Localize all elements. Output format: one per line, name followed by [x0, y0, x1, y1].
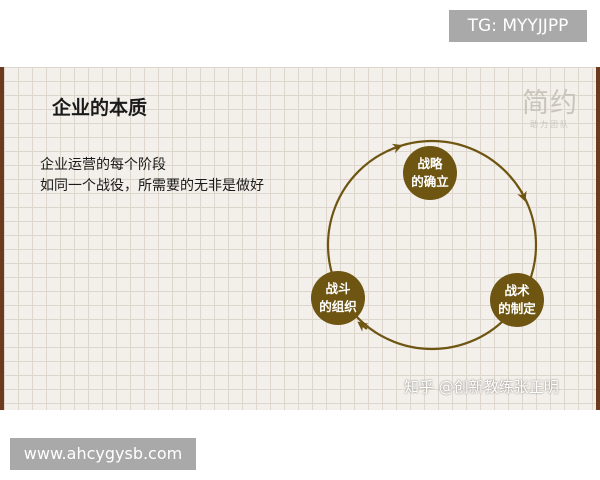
logo-sub-text: 助力团队	[530, 120, 570, 129]
zhihu-watermark: 知乎 @创新教练张正明	[404, 378, 559, 396]
cycle-arrow	[517, 190, 527, 202]
bottom-tag: www.ahcygysb.com	[10, 438, 196, 470]
strategy-node	[403, 146, 457, 200]
cycle-ring	[326, 139, 538, 351]
cycle-arrow	[357, 321, 369, 332]
node-label-line: 的确立	[411, 174, 449, 189]
battle-node	[311, 271, 365, 325]
brand-logo: 简约 助力团队	[520, 89, 580, 131]
cycle-diagram	[311, 139, 544, 351]
tactics-node-label: 战术 的制定	[487, 282, 547, 318]
node-label-line: 战术	[504, 283, 530, 298]
body-line: 企业运营的每个阶段	[40, 157, 166, 173]
slide: 企业的本质 企业运营的每个阶段 如同一个战役，所需要的无非是做好 简约 助力团队	[0, 67, 600, 410]
strategy-node-label: 战略 的确立	[400, 155, 460, 191]
node-label-line: 战略	[417, 156, 443, 171]
battle-node-label: 战斗 的组织	[308, 280, 368, 316]
logo-main-text: 简约	[522, 88, 578, 119]
node-label-line: 战斗	[325, 281, 351, 296]
slide-body-text: 企业运营的每个阶段 如同一个战役，所需要的无非是做好	[40, 155, 264, 197]
tactics-node	[490, 273, 544, 327]
node-label-line: 的制定	[498, 301, 536, 316]
top-tag: TG: MYYJJPP	[449, 10, 587, 42]
cycle-arrow	[391, 143, 403, 154]
node-label-line: 的组织	[319, 299, 357, 314]
slide-title: 企业的本质	[52, 97, 148, 119]
body-line: 如同一个战役，所需要的无非是做好	[40, 178, 264, 194]
